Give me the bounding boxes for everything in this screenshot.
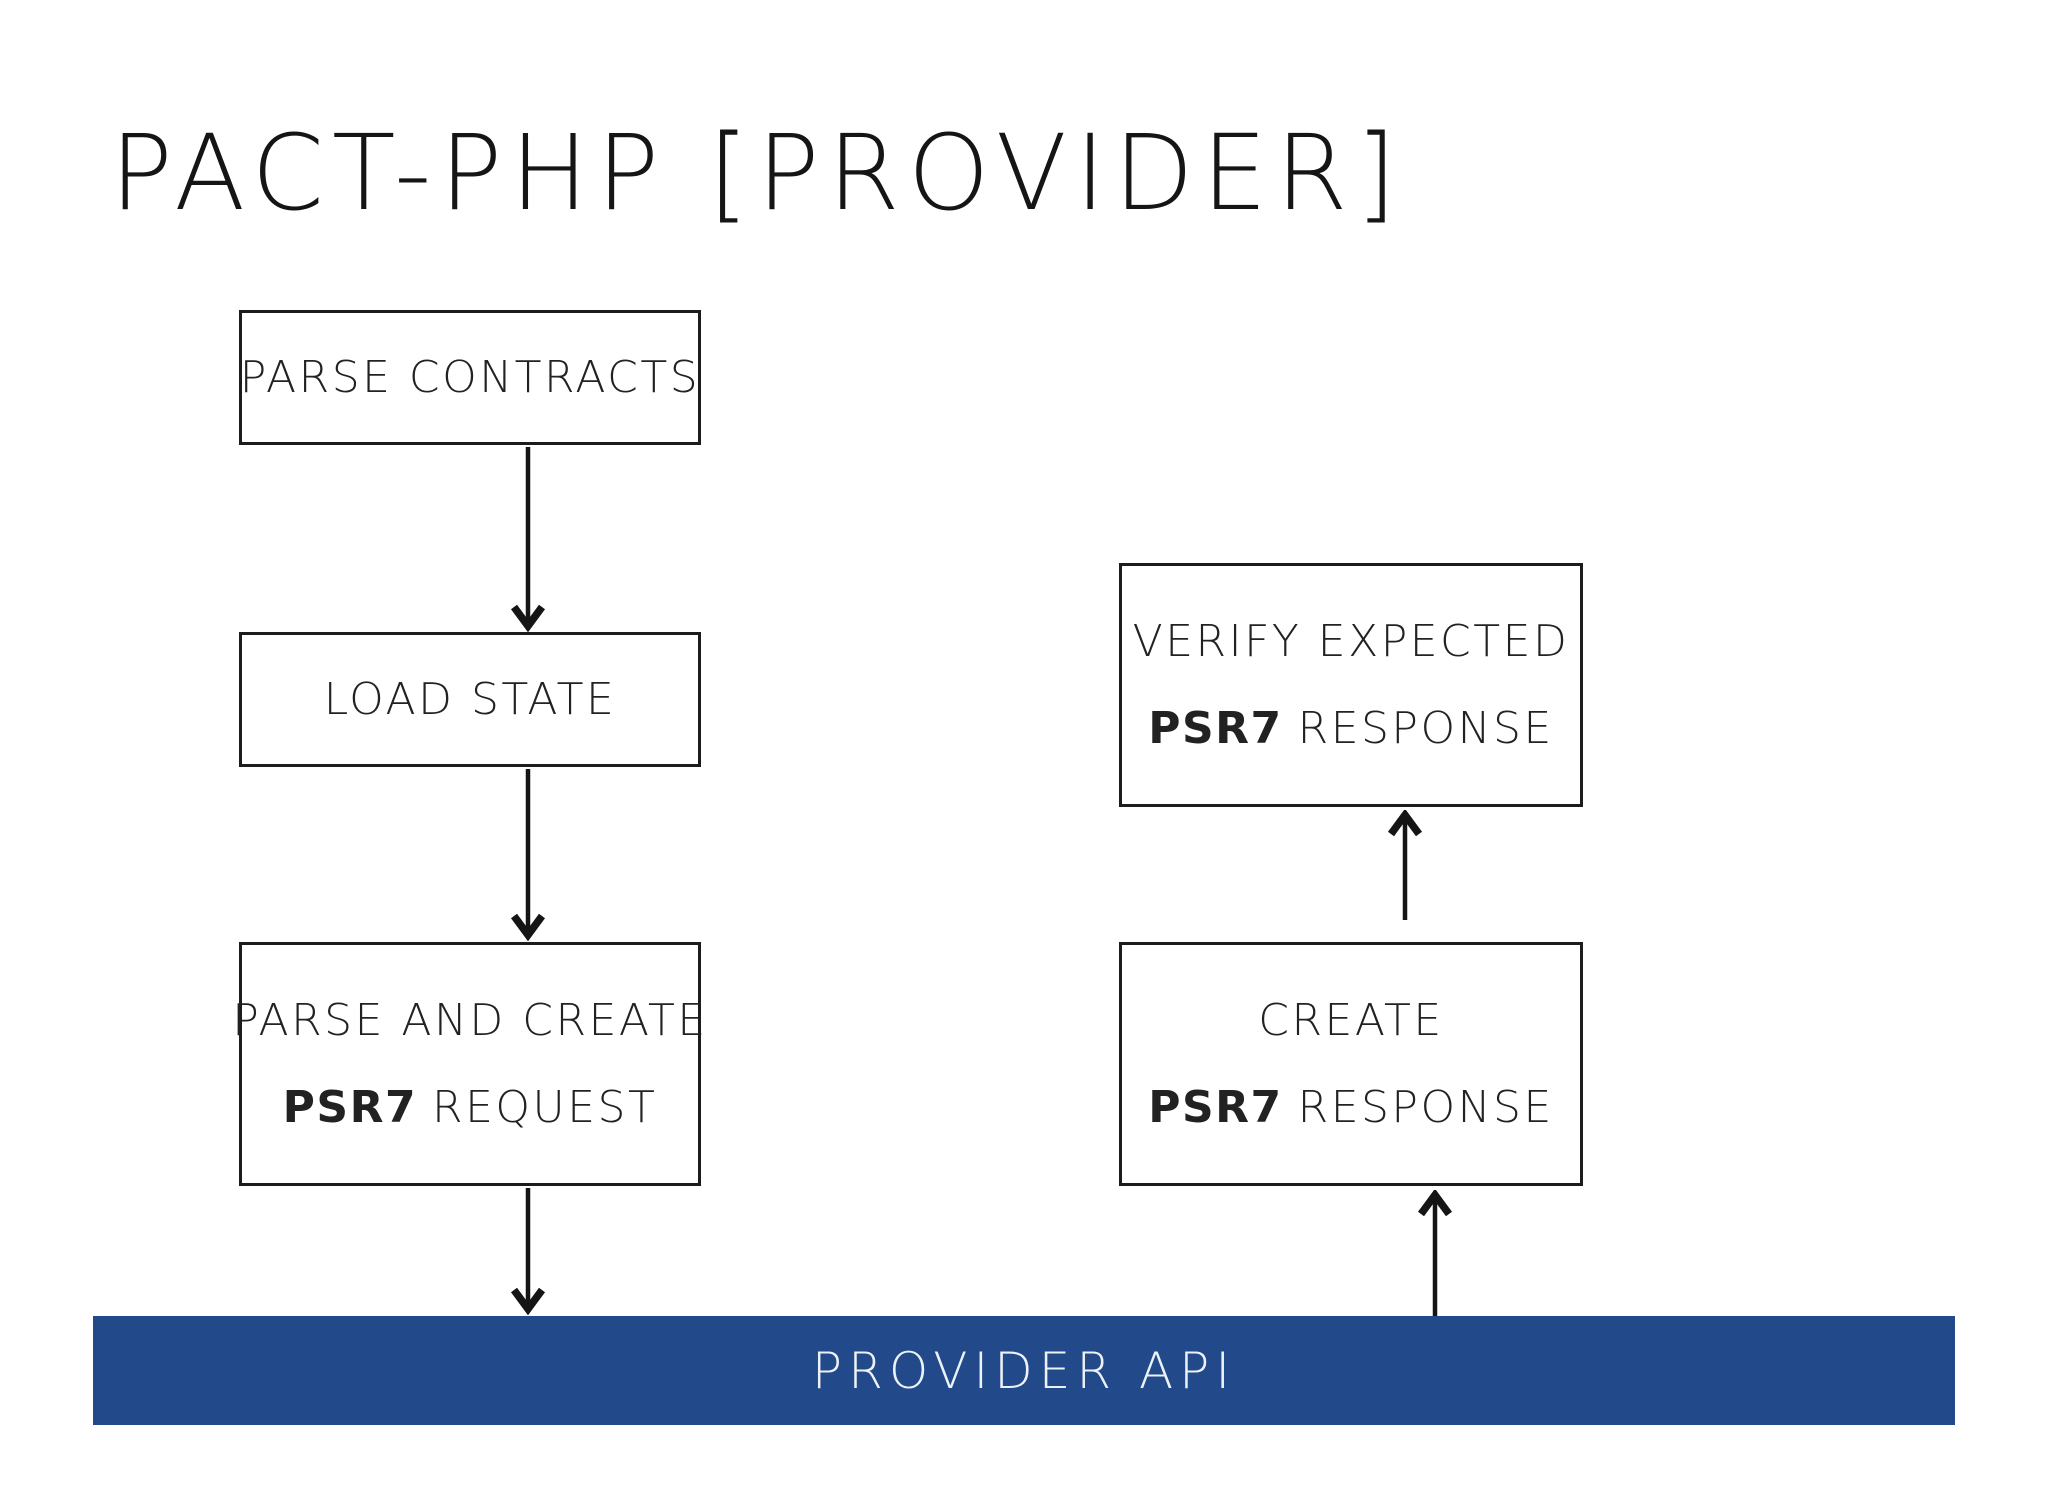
down-arrow-icon — [510, 447, 546, 632]
psr7-bold-label: PSR7 — [282, 1082, 418, 1133]
node-verify-expected-line1: VERIFY EXPECTED — [1132, 616, 1570, 667]
down-arrow-icon — [510, 1188, 546, 1315]
node-verify-expected-psr7-response: VERIFY EXPECTED PSR7 RESPONSE — [1119, 563, 1583, 807]
node-parse-contracts-label: PARSE CONTRACTS — [239, 352, 701, 403]
node-create-psr7-response: CREATE PSR7 RESPONSE — [1119, 942, 1583, 1186]
psr7-bold-label: PSR7 — [1148, 1082, 1283, 1133]
up-arrow-icon — [1417, 1190, 1453, 1317]
down-arrow-icon — [510, 769, 546, 941]
page-title: PACT-PHP [PROVIDER] — [110, 112, 1405, 234]
node-parse-create-line1: PARSE AND CREATE — [232, 995, 708, 1046]
node-verify-expected-line2: PSR7 RESPONSE — [1148, 703, 1554, 754]
response-label: RESPONSE — [1297, 703, 1554, 754]
node-load-state-label: LOAD STATE — [323, 674, 617, 725]
provider-api-label: PROVIDER API — [811, 1341, 1237, 1400]
psr7-bold-label: PSR7 — [1148, 703, 1283, 754]
node-parse-create-line2: PSR7 REQUEST — [283, 1082, 658, 1133]
provider-api-bar: PROVIDER API — [93, 1316, 1955, 1425]
request-label: REQUEST — [432, 1082, 658, 1133]
node-parse-contracts: PARSE CONTRACTS — [239, 310, 701, 445]
up-arrow-icon — [1387, 810, 1423, 920]
response-label: RESPONSE — [1297, 1082, 1554, 1133]
node-parse-create-psr7-request: PARSE AND CREATE PSR7 REQUEST — [232, 942, 705, 1186]
node-load-state: LOAD STATE — [239, 632, 701, 767]
node-create-line1: CREATE — [1258, 995, 1444, 1046]
node-create-line2: PSR7 RESPONSE — [1148, 1082, 1554, 1133]
